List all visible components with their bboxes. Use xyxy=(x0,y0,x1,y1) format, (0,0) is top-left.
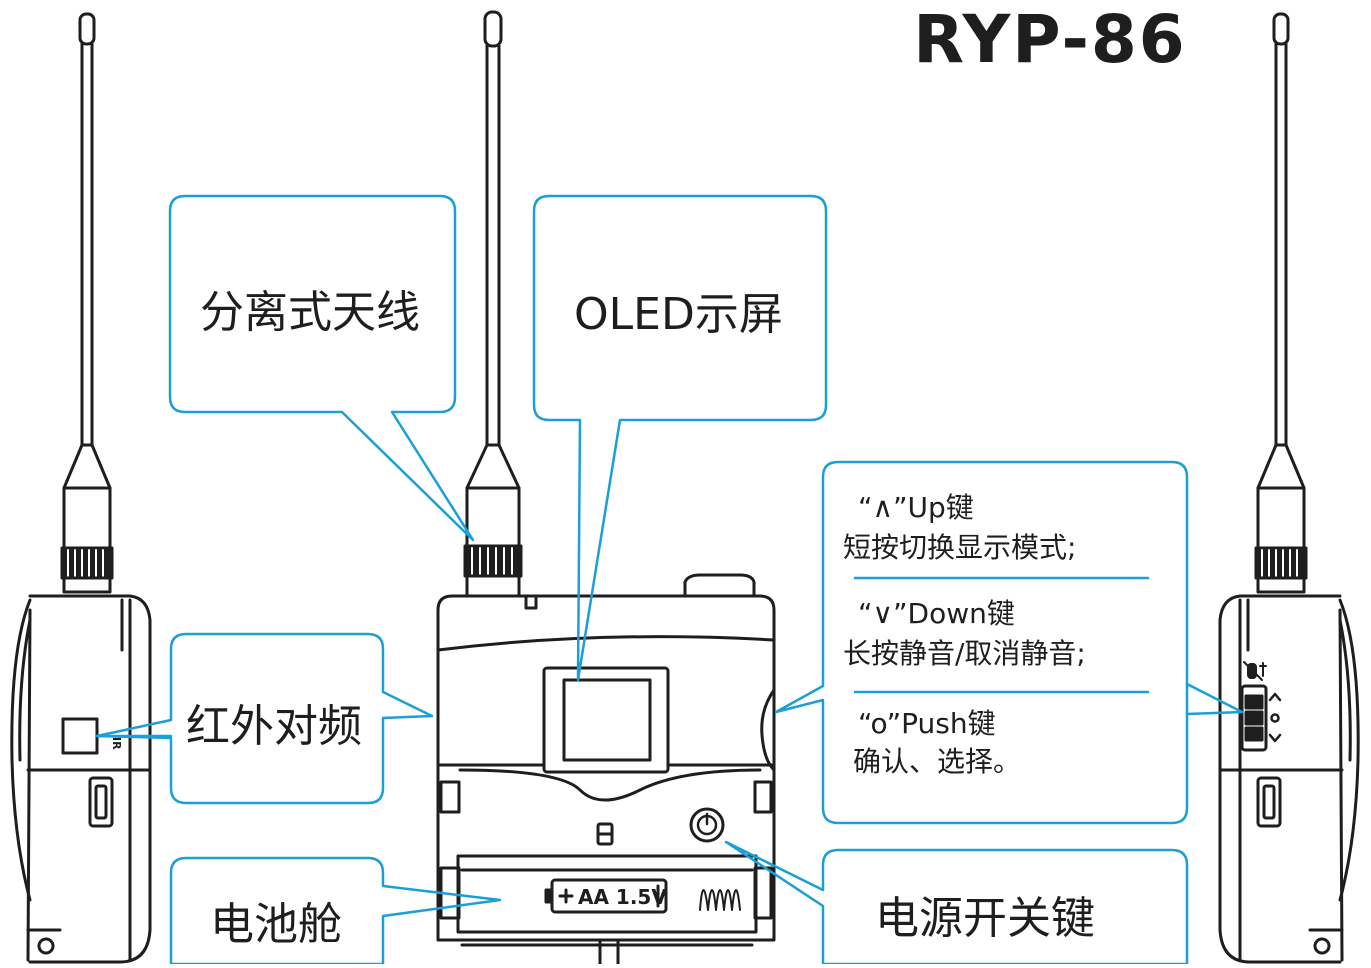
callout-ir-box xyxy=(95,632,434,805)
callout-keys-right-pointer xyxy=(1185,682,1244,716)
right-side-device xyxy=(1218,12,1360,964)
key-push-title: “o”Push键 xyxy=(858,707,996,740)
product-title: RYP-86 xyxy=(913,1,1187,78)
callout-power-box xyxy=(724,840,1189,966)
callout-battery-label: 电池舱 xyxy=(210,899,342,950)
power-button[interactable] xyxy=(689,807,725,843)
side-buttons-edge xyxy=(760,688,776,772)
callout-keys-box xyxy=(774,460,1189,825)
center-device xyxy=(436,10,776,966)
callout-antenna-label: 分离式天线 xyxy=(200,287,420,338)
down-arrow-icon xyxy=(1268,733,1282,743)
callout-oled-box xyxy=(532,194,828,682)
oled-screen xyxy=(562,678,652,762)
key-down-desc: 长按静音/取消静音; xyxy=(843,637,1086,670)
top-knob xyxy=(683,573,756,598)
battery-mark: AA 1.5V xyxy=(578,885,667,909)
key-up-title: “∧”Up键 xyxy=(858,491,974,524)
right-side-slot xyxy=(1256,776,1282,828)
key-push-desc: 确认、选择。 xyxy=(853,745,1022,778)
center-antenna xyxy=(463,10,523,598)
up-button[interactable] xyxy=(1244,694,1264,710)
center-body-outline xyxy=(436,594,776,942)
key-up-desc: 短按切换显示模式; xyxy=(843,531,1077,564)
right-belt-clip xyxy=(1338,598,1360,902)
callout-oled-label: OLED示屏 xyxy=(574,289,783,340)
ir-mark: IR xyxy=(110,737,123,750)
key-down-title: “∨”Down键 xyxy=(858,597,1015,630)
push-icon xyxy=(1270,713,1280,723)
battery-icon xyxy=(544,878,668,914)
callout-ir-label: 红外对频 xyxy=(186,701,362,752)
left-side-device xyxy=(10,12,152,964)
left-belt-clip xyxy=(10,598,32,902)
left-side-slot xyxy=(88,776,114,828)
push-button[interactable] xyxy=(1244,710,1264,726)
up-arrow-icon xyxy=(1268,692,1282,702)
down-button[interactable] xyxy=(1244,726,1264,742)
battery-spring xyxy=(699,889,741,911)
oled-screen-frame xyxy=(542,666,670,774)
mute-icon xyxy=(1243,661,1267,681)
callout-antenna-box xyxy=(168,194,475,542)
right-antenna xyxy=(1254,12,1308,594)
callout-power-label: 电源开关键 xyxy=(875,893,1095,944)
ir-port xyxy=(61,717,99,755)
callout-battery-box xyxy=(169,856,502,966)
left-antenna xyxy=(60,12,114,594)
